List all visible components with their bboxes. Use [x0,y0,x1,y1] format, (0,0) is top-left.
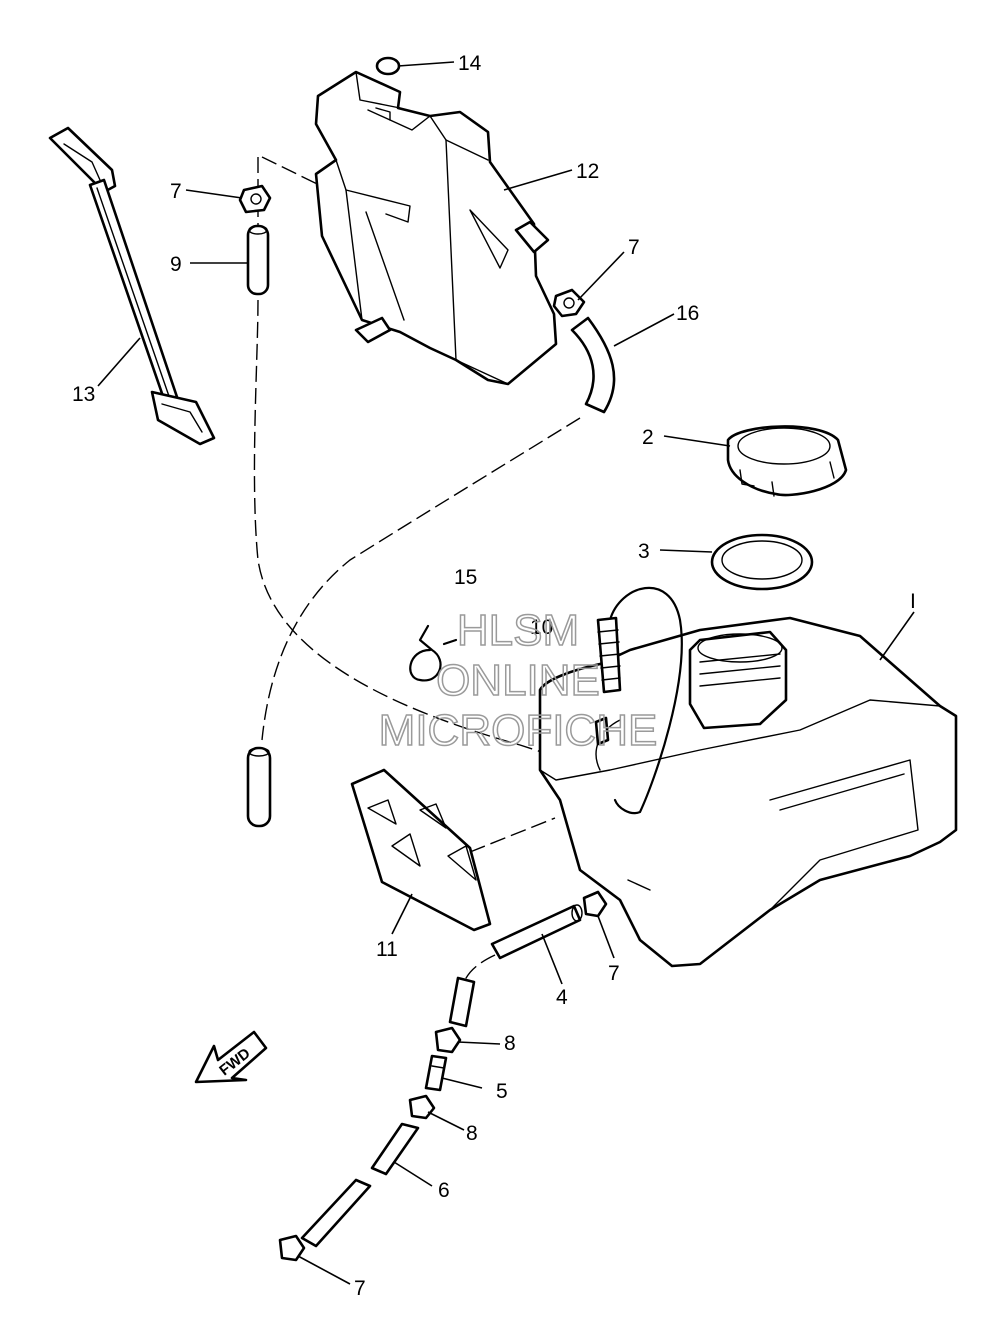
watermark: HLSM ONLINE MICROFICHE [378,605,658,756]
callout-15: 15 [454,566,477,589]
callout-labels: 14 12 7 9 7 16 13 2 3 15 10 I 11 4 7 8 5… [72,52,916,1300]
filler-gasket [710,533,814,591]
hose-clamp-wire [409,624,458,682]
breather-hose-lower [246,746,272,828]
callout-5: 5 [496,1080,508,1103]
breather-hose-tank [596,586,683,815]
callout-1: I [910,590,916,613]
callout-4: 4 [556,986,568,1009]
reservoir-cap [375,56,401,76]
callout-7: 7 [608,962,620,985]
callout-14: 14 [458,52,482,75]
oil-reservoir [314,70,558,386]
callout-7: 7 [354,1277,366,1300]
curved-hose [570,316,616,414]
callout-11: 11 [376,938,398,961]
fuel-joint [424,1054,448,1092]
callout-13: 13 [72,383,95,406]
breather-hose-upper [246,224,270,296]
callout-8: 8 [466,1122,478,1145]
tank-strap [48,126,216,446]
fuel-tank [538,616,958,968]
callout-3: 3 [638,540,650,563]
fuel-hose-lower [300,1122,420,1248]
hose-clip-bottom [278,1234,306,1262]
callout-9: 9 [170,253,182,276]
fuel-clip-lower [408,1094,436,1120]
callout-8: 8 [504,1032,516,1055]
callout-2: 2 [642,426,654,449]
fuel-clip-upper [434,1026,462,1054]
callout-6: 6 [438,1179,450,1202]
tank-damper-pad [350,768,492,932]
callout-7: 7 [170,180,182,203]
watermark-line-1: HLSM [457,606,579,655]
callout-16: 16 [676,302,699,325]
fwd-arrow-icon: FWD [194,1030,268,1084]
watermark-line-3: MICROFICHE [379,706,658,755]
callout-7: 7 [628,236,640,259]
callout-10: 10 [530,616,553,639]
watermark-line-2: ONLINE [436,656,600,705]
leader-lines [97,61,915,1285]
filler-cap [726,425,848,497]
hose-clip-reservoir [552,288,586,318]
hose-clip-tank [582,890,608,918]
callout-12: 12 [576,160,599,183]
hose-clip-upper [238,184,272,214]
fuel-hose-main [490,904,583,960]
fuel-hose-short [448,976,476,1028]
